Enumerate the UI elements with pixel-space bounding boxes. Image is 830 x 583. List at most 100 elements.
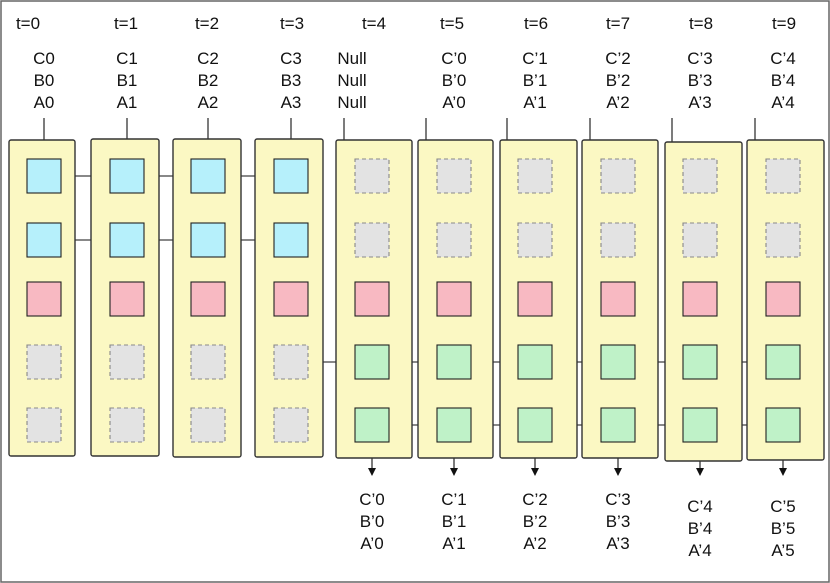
output-node-t0 [26,281,62,317]
input-label-t0-1: B0 [34,71,55,90]
empty-node-r1-t8 [682,158,718,194]
output-label-t8-0: C’4 [687,497,713,516]
input-label-t5-1: B’0 [442,71,467,90]
input-label-t9-0: C’4 [770,49,796,68]
output-node-t8 [682,281,718,317]
output-label-t6-2: A’2 [523,534,546,553]
output-label-t8-1: B’4 [688,519,713,538]
decoder-node-l2-t5 [436,407,472,443]
encoder-node-l2-t3 [273,222,309,258]
output-label-t7-1: B’3 [606,512,631,531]
empty-node-r2-t7 [600,222,636,258]
decoder-node-l2-t8 [682,407,718,443]
empty-node-r1-t5 [436,158,472,194]
empty-node-r2-t9 [765,222,801,258]
output-label-t9-1: B’5 [771,519,796,538]
empty-node-r5-t3 [273,407,309,443]
input-label-t6-0: C’1 [522,49,548,68]
encoder-node-l1-t1 [109,158,145,194]
decoder-node-l2-t7 [600,407,636,443]
encoder-node-l2-t1 [109,222,145,258]
timestep-label-t8: t=8 [689,14,713,33]
output-node-t3 [273,281,309,317]
input-label-t7-1: B’2 [606,71,631,90]
output-label-t8-2: A’4 [688,541,711,560]
output-node-t4 [354,281,390,317]
input-label-t6-2: A’1 [523,93,546,112]
decoder-node-l2-t6 [517,407,553,443]
timestep-label-t6: t=6 [524,14,548,33]
input-label-t7-2: A’2 [606,93,629,112]
output-label-t9-2: A’5 [771,541,794,560]
output-node-t2 [190,281,226,317]
decoder-node-l1-t7 [600,344,636,380]
decoder-node-l1-t4 [354,344,390,380]
input-label-t4-1: Null [337,71,366,90]
decoder-node-l1-t5 [436,344,472,380]
input-label-t9-1: B’4 [771,71,796,90]
input-label-t3-1: B3 [281,71,302,90]
output-label-t6-1: B’2 [523,512,548,531]
input-label-t2-0: C2 [197,49,219,68]
timestep-label-t7: t=7 [606,14,630,33]
input-label-t3-0: C3 [280,49,302,68]
empty-node-r4-t1 [109,344,145,380]
input-label-t4-2: Null [337,93,366,112]
timestep-label-t1: t=1 [114,14,138,33]
empty-node-r4-t2 [190,344,226,380]
encoder-node-l2-t0 [26,222,62,258]
timestep-label-t5: t=5 [440,14,464,33]
input-label-t9-2: A’4 [771,93,794,112]
output-label-t5-2: A’1 [442,534,465,553]
encoder-node-l1-t3 [273,158,309,194]
empty-node-r2-t6 [517,222,553,258]
output-node-t6 [517,281,553,317]
output-label-t7-2: A’3 [606,534,629,553]
output-label-t7-0: C’3 [605,490,631,509]
input-label-t5-2: A’0 [442,93,465,112]
timestep-label-t4: t=4 [362,14,386,33]
decoder-node-l2-t4 [354,407,390,443]
empty-node-r4-t3 [273,344,309,380]
encoder-node-l2-t2 [190,222,226,258]
input-label-t1-0: C1 [116,49,138,68]
decoder-node-l1-t8 [682,344,718,380]
input-label-t8-0: C’3 [687,49,713,68]
timestep-label-t9: t=9 [772,14,796,33]
output-node-t5 [436,281,472,317]
timestep-label-t3: t=3 [280,14,304,33]
output-label-t6-0: C’2 [522,490,548,509]
empty-node-r2-t5 [436,222,472,258]
output-label-t4-2: A’0 [360,534,383,553]
input-label-t7-0: C’2 [605,49,631,68]
empty-node-r1-t7 [600,158,636,194]
decoder-node-l2-t9 [765,407,801,443]
output-label-t5-1: B’1 [442,512,467,531]
output-label-t4-1: B’0 [360,512,385,531]
empty-node-r2-t4 [354,222,390,258]
decoder-node-l1-t6 [517,344,553,380]
output-label-t9-0: C’5 [770,497,796,516]
output-label-t4-0: C’0 [359,490,385,509]
timestep-label-t2: t=2 [195,14,219,33]
input-label-t8-1: B’3 [688,71,713,90]
input-label-t1-2: A1 [117,93,138,112]
input-label-t2-1: B2 [198,71,219,90]
empty-node-r5-t2 [190,407,226,443]
decoder-node-l1-t9 [765,344,801,380]
input-label-t1-1: B1 [117,71,138,90]
input-label-t2-2: A2 [198,93,219,112]
input-label-t4-0: Null [337,49,366,68]
empty-node-r1-t6 [517,158,553,194]
input-label-t6-1: B’1 [523,71,548,90]
empty-node-r2-t8 [682,222,718,258]
timestep-label-t0: t=0 [16,14,40,33]
input-label-t0-0: C0 [33,49,55,68]
empty-node-r1-t9 [765,158,801,194]
empty-node-r5-t1 [109,407,145,443]
input-label-t0-2: A0 [34,93,55,112]
output-label-t5-0: C’1 [441,490,467,509]
empty-node-r1-t4 [354,158,390,194]
